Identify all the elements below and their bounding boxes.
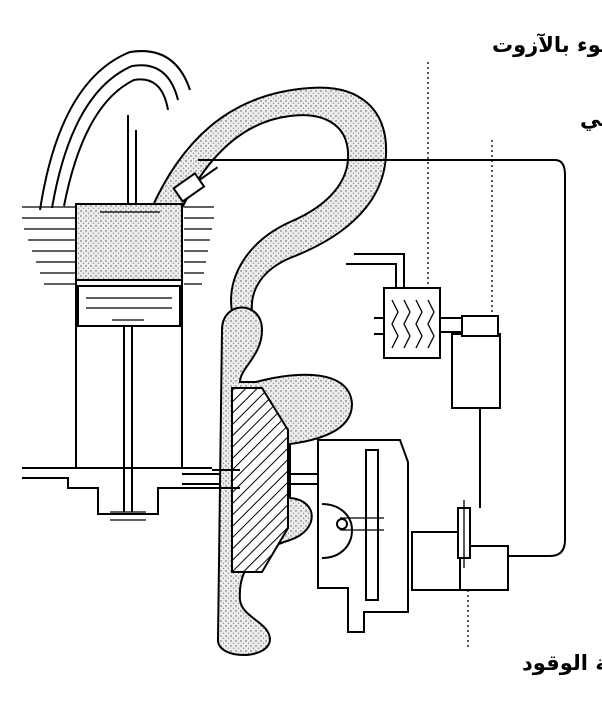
leader-lines [427, 62, 493, 648]
cylinder-block [75, 280, 183, 521]
cooling-fins [22, 206, 214, 285]
fuel-pump-body [411, 531, 461, 591]
gear-wheel [365, 449, 379, 601]
hydraulic-resistor [451, 315, 501, 508]
gear-housing [317, 439, 409, 633]
nitrogen-tank-label: حويض مملوء بالآزوت [492, 33, 602, 57]
nitrogen-tank [374, 287, 462, 359]
connecting-pipes [346, 159, 566, 557]
injector [172, 166, 219, 203]
valve-stems [102, 115, 160, 213]
hydraulic-resistor-label: مقوٍ هدروليكي [580, 107, 602, 138]
piston [77, 285, 181, 327]
resistor-body [451, 333, 501, 409]
fuel-pump-label: مضخة الوقود [522, 651, 602, 675]
cylinder-head [75, 203, 183, 281]
fuel-pump [411, 500, 509, 591]
turbine-wheel [231, 387, 289, 573]
intake-pipes [39, 50, 191, 211]
